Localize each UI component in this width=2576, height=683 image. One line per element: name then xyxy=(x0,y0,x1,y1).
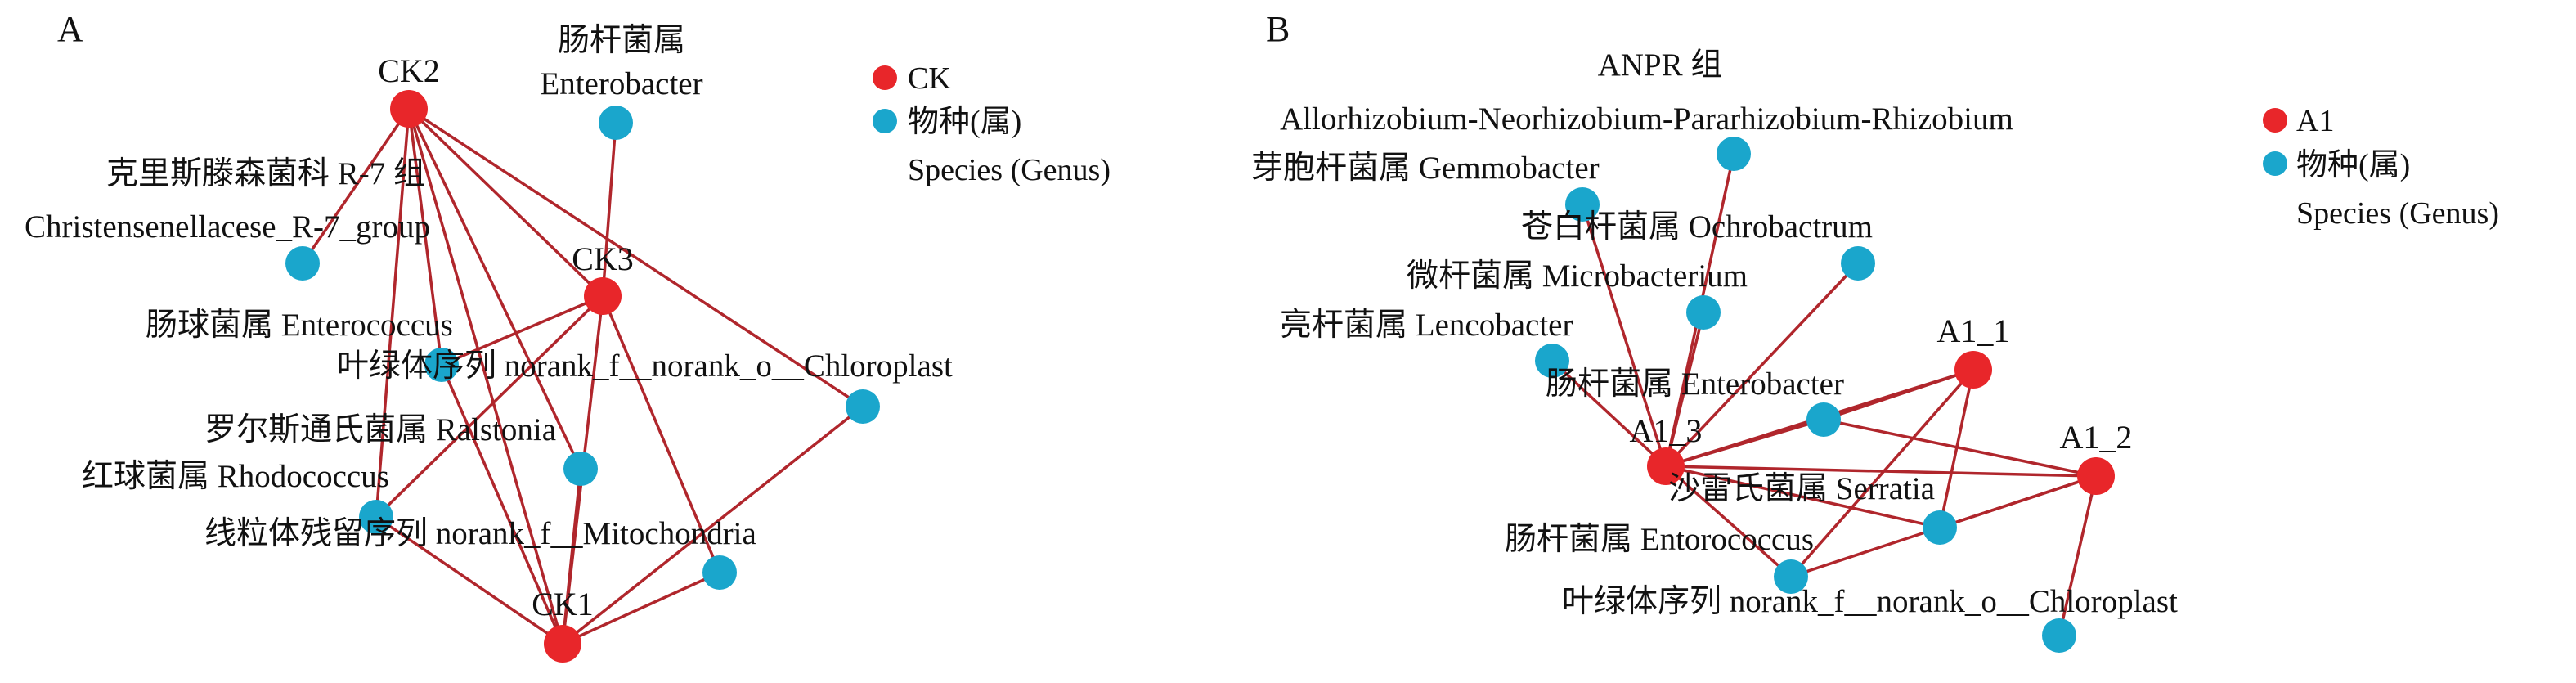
hub-node-a1-3 xyxy=(1647,447,1685,485)
nodes-layer xyxy=(285,90,2115,663)
hub-node-a1-2 xyxy=(2077,457,2115,495)
edge-b-A1_3-A1_2 xyxy=(1665,465,2097,478)
legend-a-hub-label: CK xyxy=(908,61,951,96)
edge-a-CK3-mitochondria xyxy=(601,295,721,573)
species-node-microbacterium xyxy=(1686,295,1721,330)
edge-b-A1_2-chloroplast_b xyxy=(2058,475,2098,636)
edge-b-A1_1-enterobacter_b xyxy=(1823,368,1974,421)
species-label-enterobacter-0: 肠杆菌属 xyxy=(558,23,685,58)
species-label-serratia-0: 沙雷氏菌属 Serratia xyxy=(1668,471,1935,506)
species-node-chloroplast xyxy=(846,389,880,424)
species-label-ochrobactrum-0: 苍白杆菌属 Ochrobactrum xyxy=(1521,209,1873,245)
species-label-christensenellaceae-0: 克里斯滕森菌科 R-7 组 xyxy=(106,156,425,191)
edge-b-A1_3-lencobacter xyxy=(1551,359,1667,468)
legend-a-hub-swatch xyxy=(873,65,897,90)
species-node-rhodococcus xyxy=(359,500,393,534)
edge-b-A1_3-entorococcus xyxy=(1664,465,1793,578)
species-label-ralstonia-0: 罗尔斯通氏菌属 Ralstonia xyxy=(204,412,556,447)
edge-a-CK1-enterococcus xyxy=(440,364,564,645)
hub-label-ck3: CK3 xyxy=(572,240,634,277)
species-node-serratia xyxy=(1923,510,1957,545)
panel-letter-a: A xyxy=(57,9,83,49)
species-label-anpr-0: ANPR 组 xyxy=(1598,47,1723,83)
species-label-entorococcus-0: 肠杆菌属 Entorococcus xyxy=(1505,522,1814,557)
edge-a-CK1-rhodococcus xyxy=(375,515,563,645)
species-label-mitochondria-0: 线粒体残留序列 norank_f__Mitochondria xyxy=(204,516,756,551)
species-node-anpr xyxy=(1717,137,1751,171)
edge-a-CK2-christensenellaceae xyxy=(301,108,411,264)
legend-b-hub-swatch xyxy=(2263,108,2287,133)
hub-label-a1-1: A1_1 xyxy=(1937,312,2010,349)
edge-a-CK2-enterococcus xyxy=(407,108,443,366)
species-node-christensenellaceae xyxy=(285,246,320,281)
species-label-chloroplast-0: 叶绿体序列 norank_f__norank_o__Chloroplast xyxy=(337,348,953,384)
edges-layer xyxy=(301,107,2098,645)
edge-b-A1_2-enterobacter_b xyxy=(1823,418,2097,478)
species-node-lencobacter xyxy=(1535,344,1569,378)
edge-a-CK2-CK1 xyxy=(407,108,564,645)
hub-label-ck1: CK1 xyxy=(532,586,594,622)
edge-a-CK2-CK3 xyxy=(407,107,604,298)
species-node-enterobacter-b xyxy=(1806,402,1841,437)
hub-node-a1-1 xyxy=(1954,351,1992,389)
edge-a-CK3-enterobacter xyxy=(601,122,617,297)
legend-a-species-label: 物种(属) xyxy=(908,105,1021,139)
edge-b-A1_3-ochrobactrum xyxy=(1664,262,1860,468)
legend-b-species-label: 物种(属) xyxy=(2296,148,2410,182)
edge-a-CK1-chloroplast xyxy=(561,405,864,645)
hub-node-ck1 xyxy=(544,625,581,663)
edge-b-A1_1-serratia xyxy=(1938,369,1975,528)
species-label-chloroplast-b-0: 叶绿体序列 norank_f__norank_o__Chloroplast xyxy=(1562,584,2178,619)
species-node-chloroplast-b xyxy=(2042,618,2076,653)
species-label-rhodococcus-0: 红球菌属 Rhodococcus xyxy=(82,459,389,494)
legend-a: CK 物种(属) Species (Genus) xyxy=(873,61,1111,187)
species-label-enterobacter-1: Enterobacter xyxy=(540,66,702,101)
species-label-microbacterium-0: 微杆菌属 Microbacterium xyxy=(1407,258,1748,294)
legend-b-species-label-en: Species (Genus) xyxy=(2296,196,2499,231)
hub-label-ck2: CK2 xyxy=(378,52,440,89)
edge-b-A1_1-entorococcus xyxy=(1789,368,1975,578)
species-node-mitochondria xyxy=(702,555,737,590)
panel-letter-b: B xyxy=(1266,9,1290,49)
legend-b: A1 物种(属) Species (Genus) xyxy=(2263,104,2499,231)
species-node-enterobacter xyxy=(599,106,633,140)
edge-b-A1_3-serratia xyxy=(1665,465,1941,529)
species-node-ochrobactrum xyxy=(1841,246,1875,281)
legend-b-species-swatch xyxy=(2263,151,2287,176)
edge-a-CK3-enterococcus xyxy=(441,294,604,366)
edge-a-CK2-rhodococcus xyxy=(375,108,411,518)
edge-a-CK2-chloroplast xyxy=(408,107,864,408)
species-node-ralstonia xyxy=(563,452,598,486)
species-label-anpr-1: Allorhizobium-Neorhizobium-Pararhizobium… xyxy=(1280,101,2013,137)
edge-b-A1_3-microbacterium xyxy=(1664,312,1705,467)
species-label-christensenellaceae-1: Christensenellacese_R-7_group xyxy=(25,209,430,245)
legend-a-species-swatch xyxy=(873,109,897,133)
edge-a-CK3-rhodococcus xyxy=(375,294,604,519)
edge-a-CK1-mitochondria xyxy=(562,571,720,645)
edge-b-A1_3-gemmobacter xyxy=(1581,204,1667,467)
hub-node-ck2 xyxy=(390,90,428,128)
species-label-enterobacter-b-0: 肠杆菌属 Enterobacter xyxy=(1546,366,1844,402)
species-label-lencobacter-0: 亮杆菌属 Lencobacter xyxy=(1280,308,1573,343)
hub-label-a1-2: A1_2 xyxy=(2060,419,2133,456)
hub-node-ck3 xyxy=(584,277,622,315)
legend-b-hub-label: A1 xyxy=(2296,104,2334,138)
edge-a-CK2-ralstonia xyxy=(407,108,582,470)
species-node-gemmobacter xyxy=(1565,187,1600,222)
species-node-entorococcus xyxy=(1774,559,1808,594)
legend-a-species-label-en: Species (Genus) xyxy=(908,153,1111,187)
species-node-enterococcus xyxy=(424,348,459,382)
edge-a-CK1-ralstonia xyxy=(561,468,582,645)
species-label-gemmobacter-0: 芽胞杆菌属 Gemmobacter xyxy=(1251,151,1600,186)
species-label-enterococcus-0: 肠球菌属 Enterococcus xyxy=(146,308,453,343)
hub-label-a1-3: A1_3 xyxy=(1630,412,1703,449)
